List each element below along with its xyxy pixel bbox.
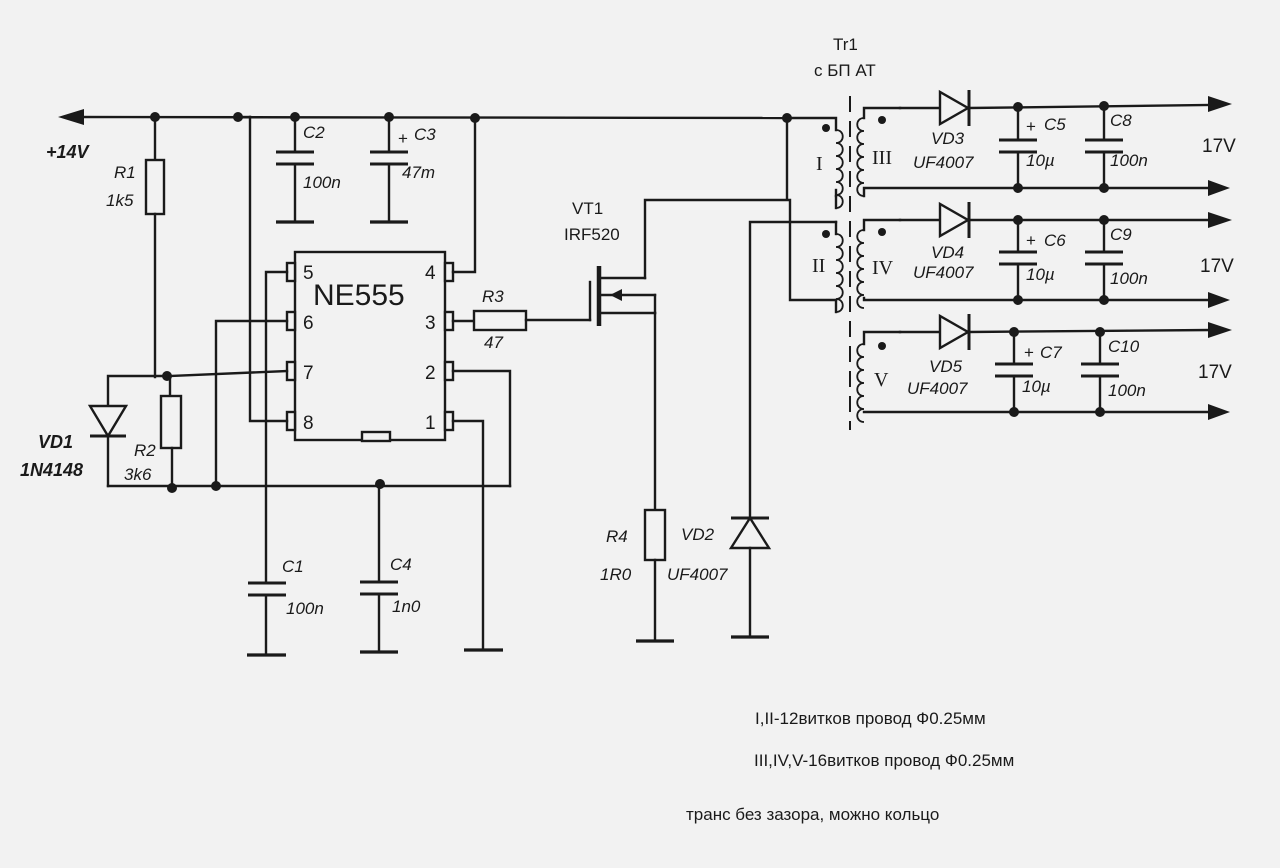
pin-8-label: 8 [303,413,314,434]
winding-iii: III [856,106,1217,198]
winding-i: I [785,116,844,210]
c4-value: 1n0 [392,597,421,616]
resistor-r4: R4 1R0 [600,508,674,643]
vt1-part: IRF520 [564,225,620,244]
c5-plus: + [1026,117,1036,136]
pin-4-label: 4 [425,263,436,284]
r2-value: 3k6 [124,465,152,484]
c2-value: 100n [303,173,341,192]
note-primary: I,II-12витков провод Ф0.25мм [755,709,986,728]
c10-value: 100n [1108,381,1146,400]
c8-ref: C8 [1110,111,1132,130]
winding-iv: IV [856,218,1217,309]
vd5-part: UF4007 [907,379,968,398]
capacitor-c1: C1 100n [247,557,324,657]
r4-ref: R4 [606,527,628,546]
supply-rail: +14V [46,109,792,162]
c4-ref: C4 [390,555,412,574]
vd2-ref: VD2 [681,525,715,544]
c1-value: 100n [286,599,324,618]
winding-v: V [856,330,1217,423]
c8-value: 100n [1110,151,1148,170]
winding-iii-label: III [872,147,892,169]
winding-ii-label: II [812,255,825,277]
r3-value: 47 [484,333,503,352]
diode-vd2: VD2 UF4007 [667,220,838,639]
winding-i-label: I [816,153,823,175]
c10-ref: C10 [1108,337,1140,356]
r1-ref: R1 [114,163,136,182]
vd1-part: 1N4148 [20,460,83,480]
winding-notes: I,II-12витков провод Ф0.25мм III,IV,V-16… [686,709,1014,824]
vd2-part: UF4007 [667,565,728,584]
tr1-source: с БП АТ [814,61,876,80]
output-channel-3: VD5 UF4007 + C7 10µ C10 100n 17V [898,313,1232,420]
output-channel-2: VD4 UF4007 + C6 10µ C9 100n 17V [898,201,1234,308]
c7-ref: C7 [1040,343,1062,362]
output-1-voltage: 17V [1202,136,1236,157]
c5-value: 10µ [1026,151,1055,170]
c5-ref: C5 [1044,115,1066,134]
r1-value: 1k5 [106,191,134,210]
vd1-ref: VD1 [38,432,73,452]
note-core: транс без зазора, можно кольцо [686,805,939,824]
output-2-voltage: 17V [1200,256,1234,277]
c9-value: 100n [1110,269,1148,288]
c3-plus: + [398,129,408,148]
pin-7-label: 7 [303,363,314,384]
capacitor-c3: + C3 47m [370,115,436,224]
vd4-part: UF4007 [913,263,974,282]
pin-2-label: 2 [425,363,436,384]
ne555-chip: NE555 5 6 7 8 4 3 2 1 [285,250,455,443]
pin-1-label: 1 [425,413,436,434]
c3-value: 47m [402,163,435,182]
winding-v-label: V [874,369,889,391]
vd3-ref: VD3 [931,129,965,148]
resistor-r2: R2 3k6 [124,374,183,490]
c7-value: 10µ [1022,377,1051,396]
diode-vd1: VD1 1N4148 [20,374,169,488]
c6-plus: + [1026,231,1036,250]
mosfet-vt1: VT1 IRF520 [564,198,838,512]
r4-value: 1R0 [600,565,632,584]
capacitor-c4: C4 1n0 [360,484,421,654]
ne555-wiring [106,115,512,652]
c9-ref: C9 [1110,225,1132,244]
tr1-ref: Tr1 [833,35,858,54]
transformer-tr1: Tr1 с БП АТ I II III [785,35,1217,430]
vd3-part: UF4007 [913,153,974,172]
c2-ref: C2 [303,123,325,142]
resistor-r3: R3 47 [451,287,592,352]
vd4-ref: VD4 [931,243,964,262]
c6-ref: C6 [1044,231,1066,250]
output-3-voltage: 17V [1198,362,1232,383]
pin-6-label: 6 [303,313,314,334]
ic-name: NE555 [313,279,405,312]
pin-3-label: 3 [425,313,436,334]
note-secondary: III,IV,V-16витков провод Ф0.25мм [754,751,1014,770]
winding-iv-label: IV [872,257,894,279]
pin-5-label: 5 [303,263,314,284]
vd5-ref: VD5 [929,357,963,376]
capacitor-c2: C2 100n [276,115,341,224]
r3-ref: R3 [482,287,504,306]
resistor-r1: R1 1k5 [106,115,166,379]
c1-ref: C1 [282,557,304,576]
vt1-ref: VT1 [572,199,603,218]
c6-value: 10µ [1026,265,1055,284]
r2-ref: R2 [134,441,156,460]
winding-ii: II [812,220,844,314]
c7-plus: + [1024,343,1034,362]
c3-ref: C3 [414,125,436,144]
output-channel-1: VD3 UF4007 + C5 10µ C8 100n 17V [898,89,1236,196]
supply-label: +14V [46,142,91,162]
